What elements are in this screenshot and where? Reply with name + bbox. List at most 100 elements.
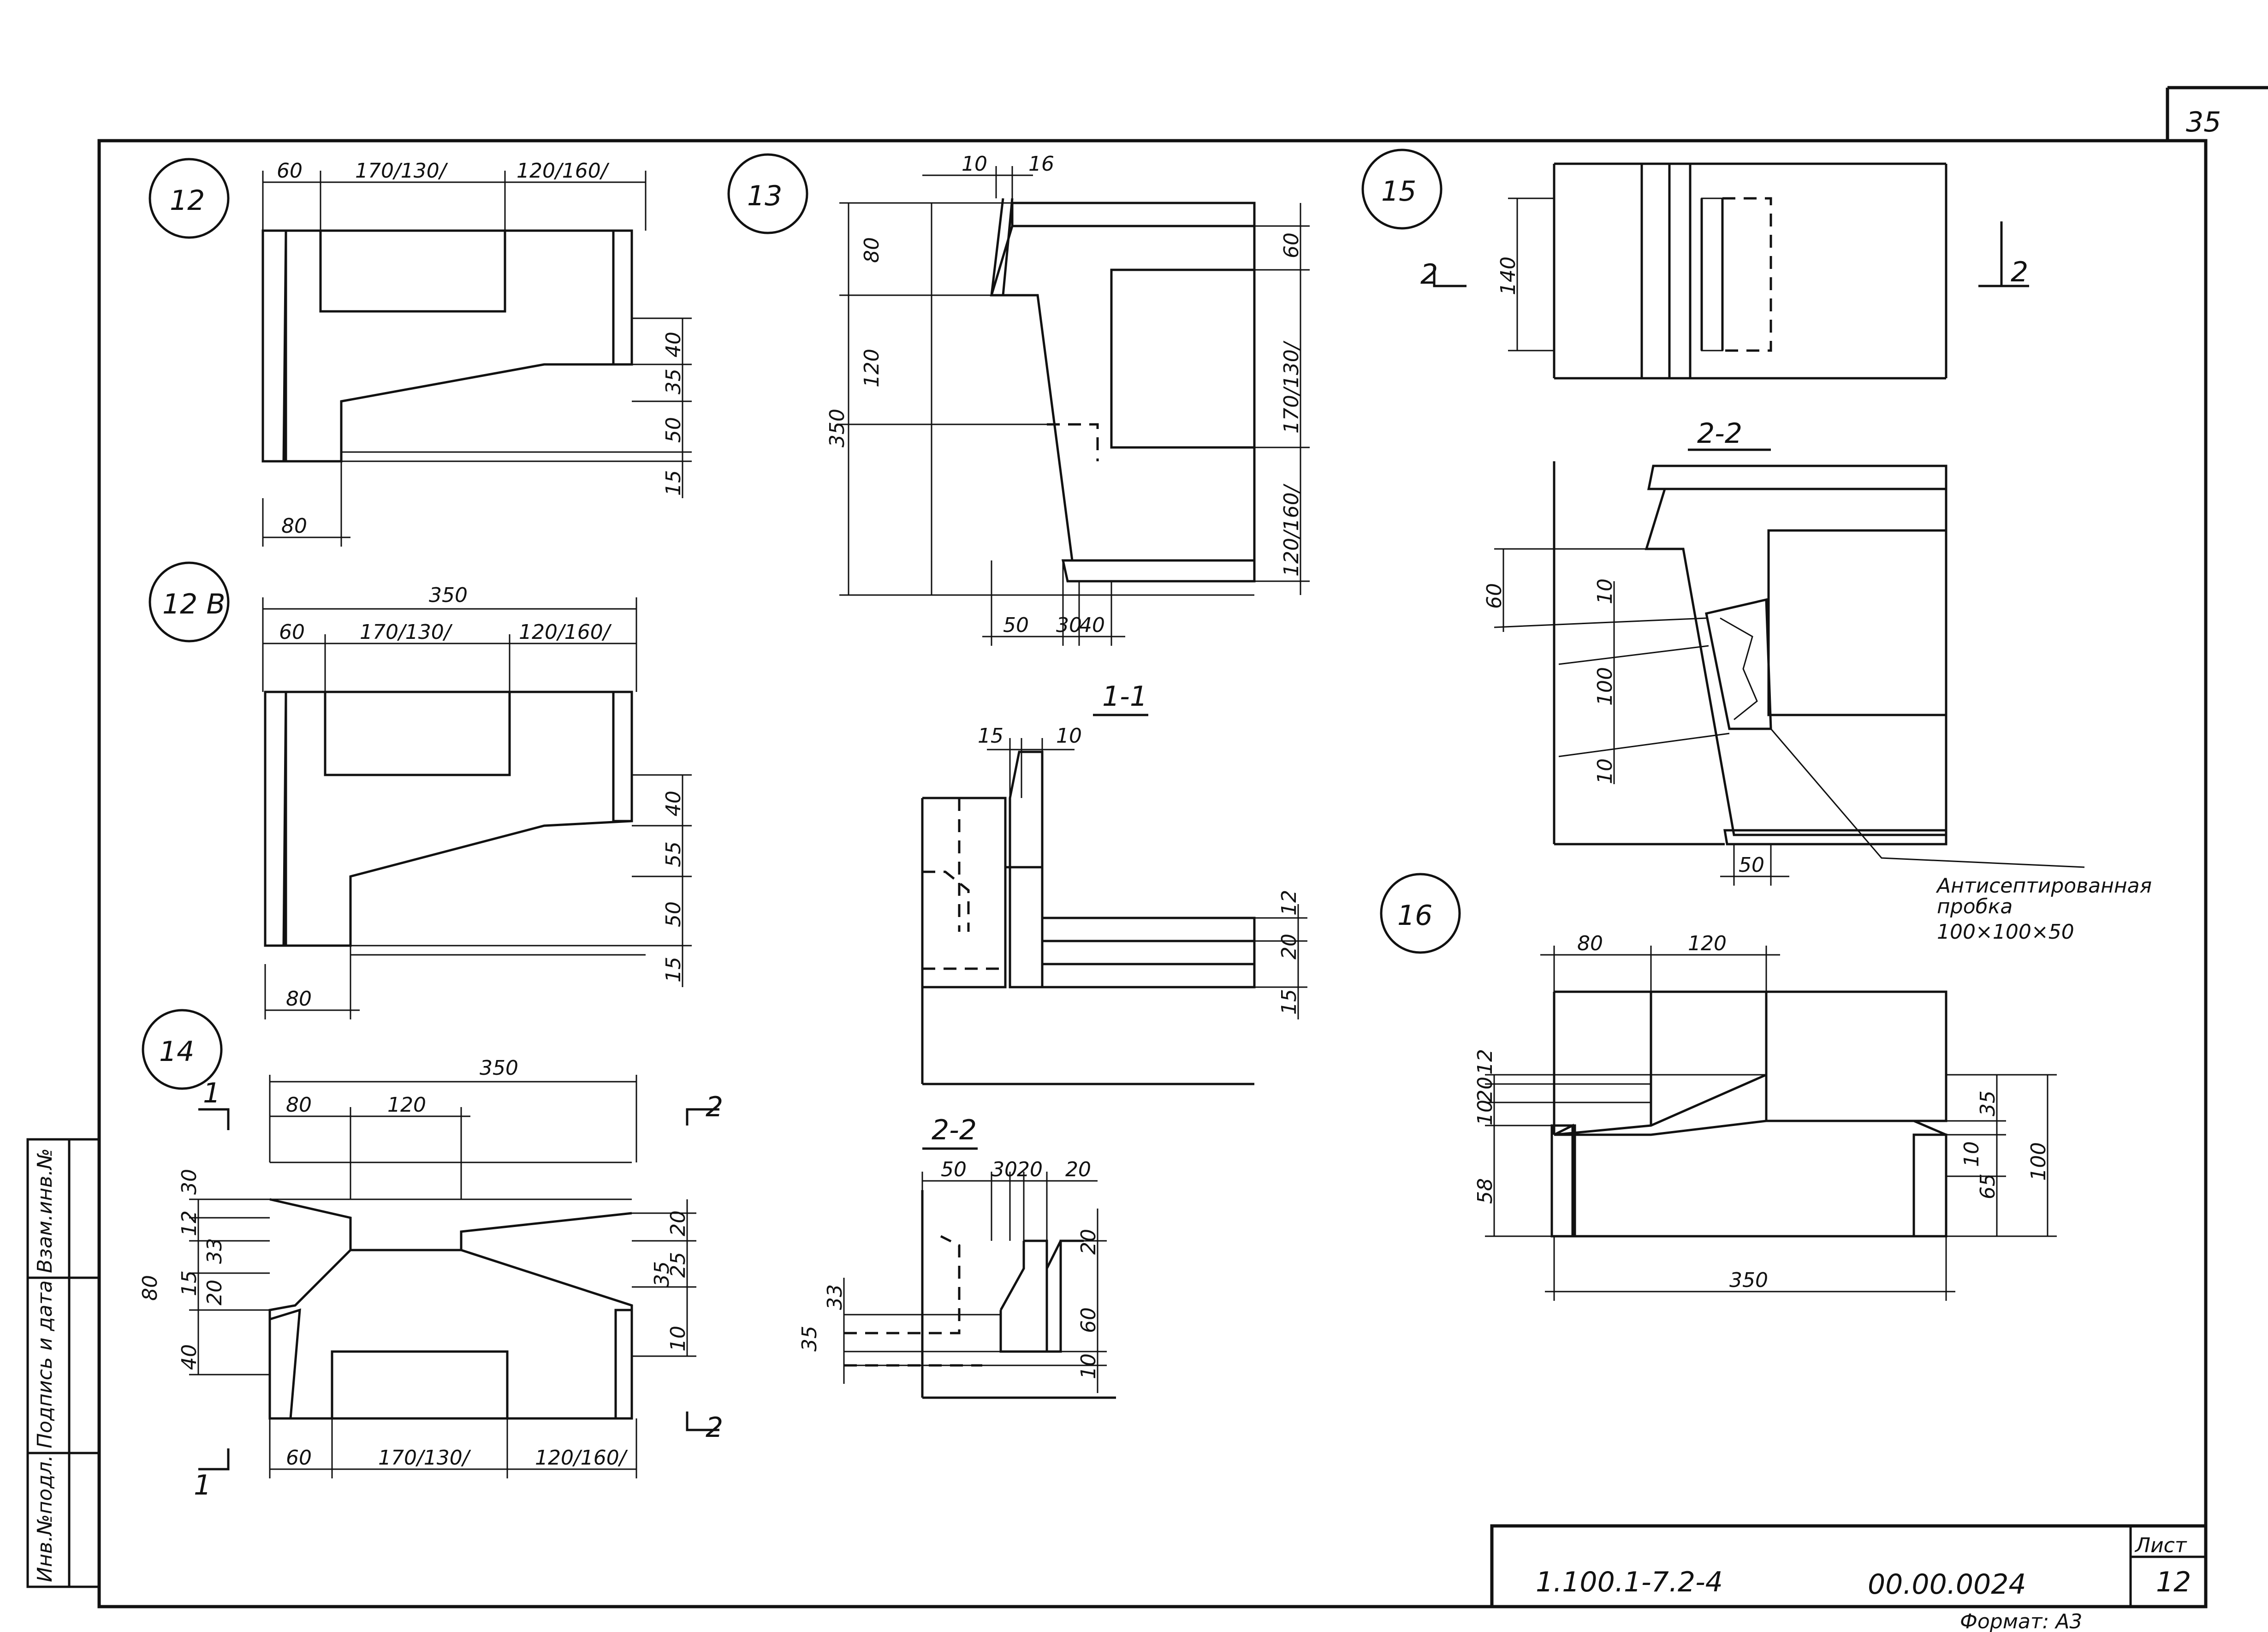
d16-dim-top-1: 80 [1577,932,1603,955]
s22m-dim-right-2: 60 [1077,1307,1100,1333]
d14-cut-1b: 1 [194,1469,211,1501]
s22r-dim-left-4: 10 [1593,758,1617,784]
s22m-dim-top-4: 20 [1065,1158,1091,1181]
s11-dim-top-1: 15 [978,724,1003,748]
d14-dim-left-2: 12 [178,1210,201,1236]
detail-12b-marker [148,561,230,643]
d14-cut-2a: 2 [706,1091,723,1123]
d14-dim-bottom-1: 60 [286,1446,312,1470]
d12b-dim-right-2: 55 [662,841,685,867]
d15-dim-left: 140 [1496,256,1520,295]
detail-14-id: 14 [159,1036,194,1068]
d12-dim-bottom: 80 [281,514,307,538]
d12-dim-right-1: 40 [662,332,685,357]
d16-dim-left-1: 12 [1473,1049,1497,1075]
d14-dim-right-1: 20 [666,1210,690,1236]
sheet-frame: 35 [97,86,2268,1608]
s11-dim-right-3: 15 [1277,989,1301,1015]
d13-dim-bottom-1: 50 [1003,613,1029,637]
s11-dim-top-2: 10 [1056,724,1082,748]
d12-dim-right-3: 50 [662,417,685,443]
detail-12-id: 12 [170,185,205,217]
d16-dim-right-1: 35 [1976,1090,2000,1116]
s22r-dim-bottom: 50 [1739,853,1764,877]
format-label: Формат: А3 [1960,1610,2082,1632]
d14-dim-left-5: 15 [178,1270,201,1296]
detail-13-id: 13 [747,180,782,212]
s22m-label: 2-2 [932,1114,977,1146]
detail-16-id: 16 [1397,899,1432,932]
s22m-dim-left-2: 35 [798,1326,821,1352]
detail-14-marker [142,1009,223,1090]
detail-13-marker [727,153,808,234]
drawing-code: 00.00.0024 [1868,1568,2026,1601]
d14-dim-right-3: 35 [650,1261,674,1287]
d13-dim-left-1: 80 [860,237,884,263]
d13-dim-left-2: 120 [860,349,884,387]
stamp-vzam-inv: Взам.инв.№ [33,1148,57,1273]
d14-dim-left-3: 33 [203,1238,226,1264]
s22m-dim-right-3: 10 [1077,1353,1100,1379]
d13-dim-top-2: 16 [1028,152,1054,176]
d12b-dim-right-1: 40 [662,791,685,816]
s11-dim-right-2: 20 [1277,934,1301,959]
s22r-note-3: 100×100×50 [1937,920,2074,944]
d16-dim-right-4: 100 [2027,1142,2050,1181]
d12b-dim-top-2: 170/130/ [360,620,453,644]
section-2-2-middle: 2-2 50 30 20 20 33 35 20 60 10 [798,1114,1116,1399]
d13-dim-right-1: 60 [1280,232,1303,258]
detail-16-marker [1380,873,1461,954]
d12b-dim-right-4: 15 [662,957,685,983]
d14-dim-right-4: 10 [666,1326,690,1352]
s22m-dim-top-1: 50 [941,1158,967,1181]
d14-dim-bottom-3: 120/160/ [535,1446,628,1470]
d12-dim-top-1: 60 [277,159,303,183]
d12-dim-right-2: 35 [662,369,685,394]
s11-label: 1-1 [1102,680,1147,713]
d14-cut-2b: 2 [706,1412,723,1444]
d12-dim-top-3: 120/160/ [517,159,610,183]
s22r-label: 2-2 [1697,417,1742,450]
s22m-dim-top-3: 20 [1017,1158,1043,1181]
detail-15-marker [1361,149,1443,230]
d12b-dim-right-3: 50 [662,901,685,927]
s22r-note-1: Антисептированная [1936,874,2152,898]
detail-13: 13 10 16 80 120 350 60 170/130/ 120/160/… [727,152,1310,646]
d14-dim-top-2: 120 [387,1093,426,1117]
d13-dim-bottom-3: 40 [1079,613,1105,637]
d16-dim-left-3: 10 [1473,1100,1497,1126]
section-1-1: 1-1 15 10 12 20 15 [921,680,1307,1085]
s22r-note-2: пробка [1937,895,2013,918]
section-2-2-right: 2-2 60 10 100 10 50 Антисептированная пр… [1483,417,2152,944]
detail-15-id: 15 [1381,175,1416,208]
list-number: 12 [2156,1566,2191,1598]
list-label: Лист [2134,1534,2187,1557]
stamp-signature-date: Подпись и дата [33,1281,57,1448]
d16-dim-left-2: 20 [1473,1077,1497,1102]
d13-dim-left-3: 350 [825,409,849,447]
d16-dim-bottom: 350 [1729,1269,1768,1292]
stamp-inv-podl: Инв.№подл. [33,1455,57,1582]
d12b-dim-top-3: 120/160/ [519,620,612,644]
s22r-dim-left-1: 60 [1483,583,1506,609]
s11-dim-right-1: 12 [1277,890,1301,916]
title-block: 1.100.1-7.2-4 00.00.0024 Лист 12 Формат:… [1490,1524,2206,1632]
detail-12: 12 60 170/130/ 120/160/ 40 35 50 15 80 [148,158,692,547]
s22m-dim-left-1: 33 [823,1284,847,1310]
detail-12b-id: 12 В [162,588,226,620]
d15-cut-2b: 2 [2011,256,2028,288]
detail-15: 15 140 2 2 [1361,149,2029,380]
d14-dim-total: 350 [480,1056,518,1080]
detail-16: 16 80 120 12 20 10 58 35 10 65 100 350 [1380,873,2057,1301]
drawing-designation: 1.100.1-7.2-4 [1536,1566,1723,1598]
d14-dim-left-4: 80 [138,1275,162,1301]
d12-dim-top-2: 170/130/ [355,159,448,183]
d14-dim-left-7: 40 [178,1344,201,1370]
d14-dim-bottom-2: 170/130/ [378,1446,471,1470]
d16-dim-right-3: 65 [1976,1173,2000,1199]
d12-dim-right-4: 15 [662,470,685,496]
d16-dim-left-4: 58 [1473,1178,1497,1204]
d13-dim-bottom-2: 30 [1056,613,1082,637]
d15-cut-2a: 2 [1420,258,1438,291]
